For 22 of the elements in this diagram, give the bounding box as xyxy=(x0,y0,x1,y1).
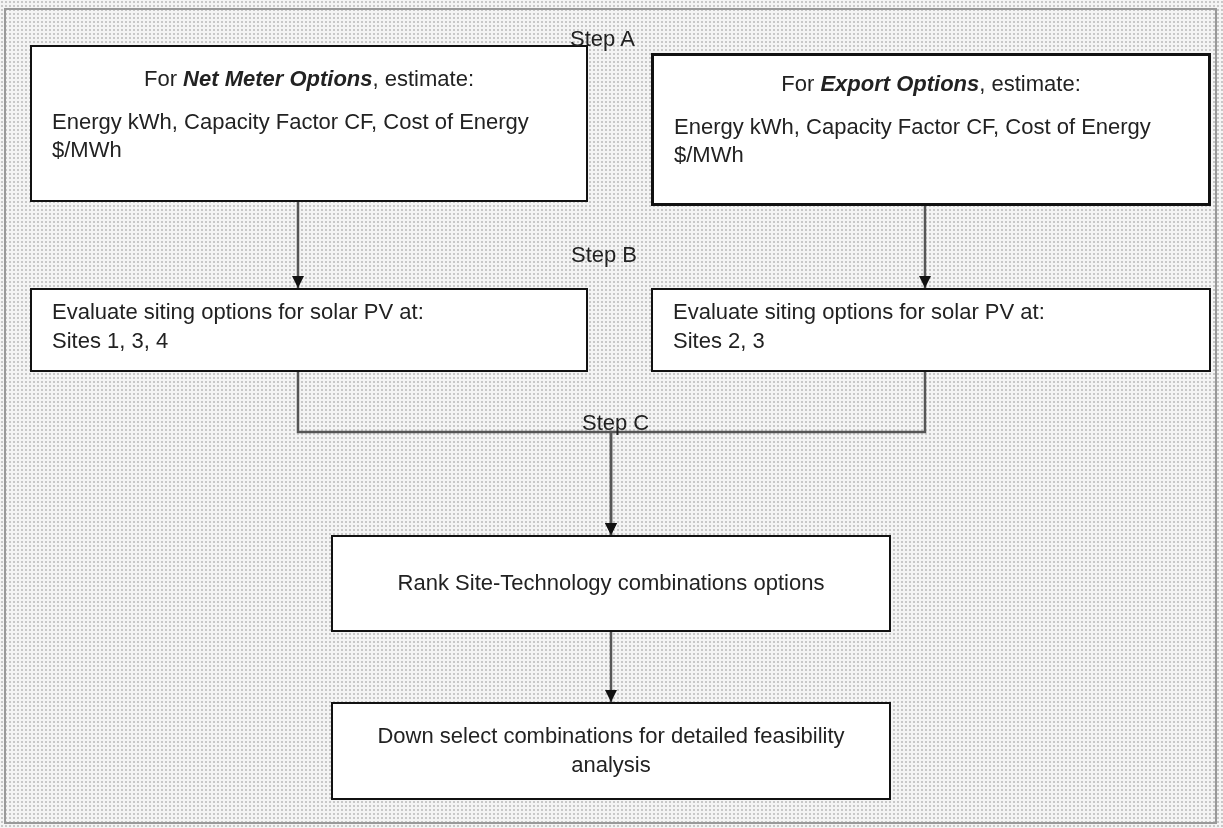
box-heading: For Export Options, estimate: xyxy=(780,70,1082,98)
process-box xyxy=(651,288,1211,372)
process-box xyxy=(331,535,891,632)
box-text: Sites 2, 3 xyxy=(673,326,766,355)
process-box xyxy=(331,702,891,800)
box-text: Rank Site-Technology combinations options xyxy=(396,569,826,598)
connector-arrow xyxy=(291,202,305,288)
box-text: Evaluate siting options for solar PV at: xyxy=(673,298,1046,326)
box-text: Evaluate siting options for solar PV at: xyxy=(52,298,425,326)
process-box xyxy=(30,288,588,372)
connector-arrow xyxy=(604,372,927,535)
connector-arrow xyxy=(918,206,932,288)
connector-arrow xyxy=(604,632,618,702)
box-text: Sites 1, 3, 4 xyxy=(52,326,170,355)
step-label: Step B xyxy=(571,242,638,268)
box-text: Down select combinations for detailed feasibility analysis xyxy=(376,722,846,779)
process-box xyxy=(651,53,1211,206)
box-text: Energy kWh, Capacity Factor CF, Cost of Energy $/MWh xyxy=(52,107,530,165)
box-heading: For Net Meter Options, estimate: xyxy=(142,65,476,93)
step-label: Step A xyxy=(570,26,635,52)
box-text: Energy kWh, Capacity Factor CF, Cost of Energy $/MWh xyxy=(674,112,1152,170)
step-label: Step C xyxy=(582,410,650,436)
